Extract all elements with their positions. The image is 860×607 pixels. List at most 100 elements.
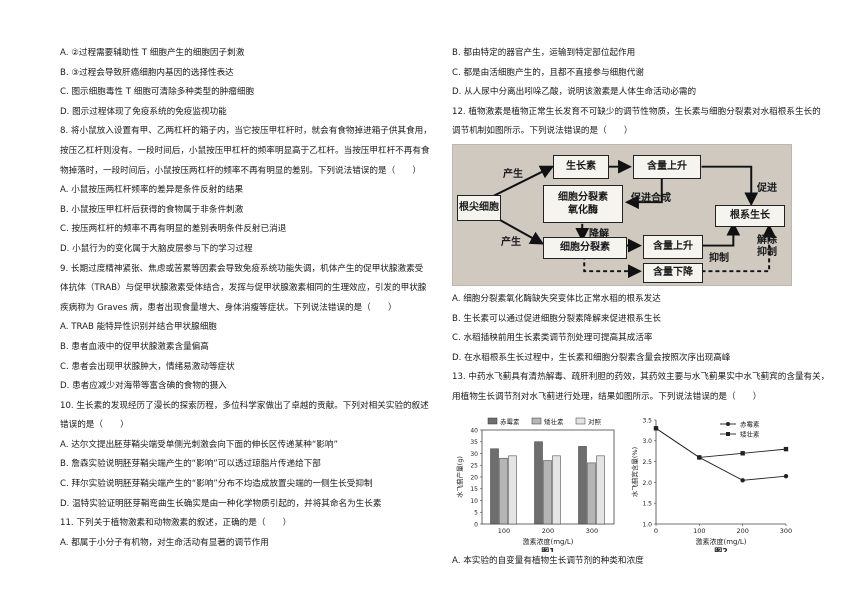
y-tick-label: 40: [470, 427, 478, 434]
content-up-label-1: 含量上升: [647, 161, 687, 173]
y-tick-label: 1.0: [642, 521, 652, 528]
left-line-6: 物掉落时，一段时间后，小鼠按压两杠杆的频率不再有明显的差别。下列说法错误的是（ …: [60, 165, 421, 176]
content-up-label-2: 含量上升: [653, 241, 693, 253]
y-axis-label: 水飞蓟产量(g): [455, 456, 464, 498]
left-line-1: B. ③过程会导致肝癌细胞内基因的选择性表达: [60, 67, 234, 78]
inhibit-label: 抑制: [709, 252, 729, 264]
y-tick-label: 25: [470, 462, 478, 469]
right-top-line-1: C. 都是由活细胞产生的，且都不直接参与细胞代谢: [452, 67, 644, 78]
left-line-18: 10. 生长素的发现经历了漫长的探索历程，多位科学家做出了卓越的贡献。下列对相关…: [60, 400, 429, 411]
y-tick-label: 10: [470, 497, 478, 504]
content-up-box-2: 含量上升: [643, 234, 703, 259]
left-line-16: C. 患者会出现甲状腺肿大，情绪易激动等症状: [60, 361, 235, 372]
bar-1-0: [534, 441, 543, 524]
legend-marker-1: [726, 431, 730, 436]
degrade-label: 降解: [589, 228, 609, 240]
bar-2-0: [578, 445, 587, 524]
point-0-3: [783, 473, 789, 478]
oxidase-label-line2: 氧化酶: [568, 204, 598, 216]
legend-swatch-1: [531, 417, 542, 424]
legend-swatch-2: [575, 417, 586, 424]
left-line-20: A. 达尔文提出胚芽鞘尖端受单侧光刺激会向下面的伸长区传递某种“影响”: [60, 439, 338, 450]
left-line-0: A. ②过程需要辅助性 T 细胞产生的细胞因子刺激: [60, 48, 245, 58]
y-tick-label: 20: [470, 474, 478, 481]
figure-title: 图1: [541, 547, 555, 552]
legend-marker-0: [726, 421, 730, 426]
y-axis-label: 水飞蓟宾含量(%): [630, 446, 639, 496]
left-line-19: 错误的是（ ）: [60, 420, 129, 431]
y-tick-label: 2.5: [642, 459, 652, 466]
x-tick-label: 100: [498, 527, 510, 535]
y-tick-label: 1.5: [642, 500, 652, 507]
legend-label-1: 矮壮素: [544, 417, 564, 426]
left-line-8: B. 小鼠按压甲杠杆后获得的食物属于非条件刺激: [60, 204, 244, 215]
point-1-0: [653, 425, 659, 431]
series-line-1: [655, 427, 787, 458]
bar-0-2: [508, 455, 517, 524]
y-tick-label: 3.5: [642, 417, 652, 424]
x-axis-label: 激素浓度(mg/L): [696, 537, 747, 546]
bar-1-2: [552, 455, 561, 524]
left-line-5: 按压乙杠杆则没有。一段时间后，小鼠按压甲杠杆的频率明显高于乙杠杆。当按压甲杠杆不…: [60, 145, 430, 156]
left-line-10: D. 小鼠行为的变化属于大脑皮层参与下的学习过程: [60, 243, 253, 254]
root-tip-label: 根尖细胞: [459, 202, 499, 214]
relieve-line1: 解除: [757, 234, 777, 246]
right-top-line-2: D. 从人尿中分离出吲哚乙酸，说明该激素是人体生命活动必需的: [452, 87, 697, 98]
left-line-12: 体抗体（TRAB）与促甲状腺激素受体结合，发挥与促甲状腺激素相同的生理效应，引发…: [60, 283, 427, 294]
root-growth-box: 根系生长: [715, 204, 785, 227]
auxin-label: 生长素: [566, 161, 596, 173]
left-line-21: B. 詹森实验说明胚芽鞘尖端产生的“影响”可以透过琼脂片传递给下部: [60, 459, 321, 470]
content-up-box-1: 含量上升: [633, 154, 701, 179]
point-1-3: [783, 446, 789, 451]
root-tip-cell-box: 根尖细胞: [457, 194, 501, 221]
x-tick-label: 0: [654, 527, 658, 535]
left-line-22: C. 拜尔实验说明胚芽鞘尖端产生的“影响”分布不均造成放置尖端的一侧生长受抑制: [60, 479, 373, 490]
y-tick-label: 15: [470, 486, 478, 493]
auxin-box: 生长素: [553, 154, 609, 179]
left-line-3: D. 图示过程体现了免疫系统的免疫监视功能: [60, 106, 227, 117]
y-tick-label: 5: [474, 509, 478, 516]
left-line-13: 疾病称为 Graves 病，患者出现食量增大、身体消瘦等症状。下列说法错误的是（…: [60, 302, 397, 313]
bar-0-0: [490, 448, 499, 524]
figure-title: 图2: [714, 547, 728, 552]
y-tick-label: 2.0: [642, 479, 652, 486]
oxidase-label-line1: 细胞分裂素: [558, 191, 608, 203]
y-tick-label: 0: [474, 521, 478, 528]
x-tick-label: 300: [586, 527, 598, 535]
bar-2-1: [587, 462, 596, 524]
point-0-2: [740, 477, 745, 483]
diagram-arrows: [492, 159, 777, 279]
legend-label-0: 赤霉素: [500, 417, 520, 426]
x-axis-label: 激素浓度(mg/L): [523, 537, 574, 546]
left-line-11: 9. 长期过度精神紧张、焦虑或苦累等因素会导致免疫系统功能失调，机体产生的促甲状…: [60, 263, 424, 274]
y-tick-label: 3.0: [642, 438, 652, 445]
promote-label: 促进: [757, 182, 777, 194]
right-bottom-line-0: A. 本实验的自变量有植物生长调节剂的种类和浓度: [452, 555, 644, 566]
right-top-line-3: 12. 植物激素是植物正常生长发育不可缺少的调节性物质，生长素与细胞分裂素对水稻…: [452, 106, 821, 117]
left-line-9: C. 按压两杠杆的频率不再有明显的差别表明条件反射已消退: [60, 224, 287, 235]
content-down-box: 含量下降: [643, 262, 703, 283]
left-column: A. ②过程需要辅助性 T 细胞产生的细胞因子刺激 B. ③过程会导致肝癌细胞内基…: [60, 44, 440, 553]
y-tick-label: 35: [470, 439, 478, 446]
right-mid-line-0: A. 细胞分裂素氧化酶缺失突变体比正常水稻的根系发达: [452, 293, 661, 304]
left-line-14: A. TRAB 能特异性识别并结合甲状腺细胞: [60, 322, 217, 333]
left-line-17: D. 患者应减少对海带等富含碘的食物的摄入: [60, 381, 227, 392]
bar-1-1: [543, 459, 552, 524]
series-line-0: [655, 427, 787, 481]
x-tick-label: 100: [693, 527, 705, 535]
cytokinin-oxidase-box: 细胞分裂素 氧化酶: [543, 184, 623, 223]
relieve-inhibit-label: 解除 抑制: [757, 235, 777, 259]
left-line-23: D. 温特实验证明胚芽鞘弯曲生长确实是由一种化学物质引起的，并将其命名为生长素: [60, 498, 382, 509]
left-line-15: B. 患者血液中的促甲状腺激素含量偏高: [60, 341, 209, 352]
left-line-4: 8. 将小鼠放入设置有甲、乙两杠杆的箱子内，当它按压甲杠杆时，就会有食物掉进箱子…: [60, 126, 432, 137]
relieve-line2: 抑制: [757, 246, 777, 258]
right-mid-line-2: C. 水稻插秧前用生长素类调节剂处理可提高其成活率: [452, 333, 653, 344]
root-growth-label: 根系生长: [730, 210, 770, 222]
point-1-1: [697, 454, 702, 460]
